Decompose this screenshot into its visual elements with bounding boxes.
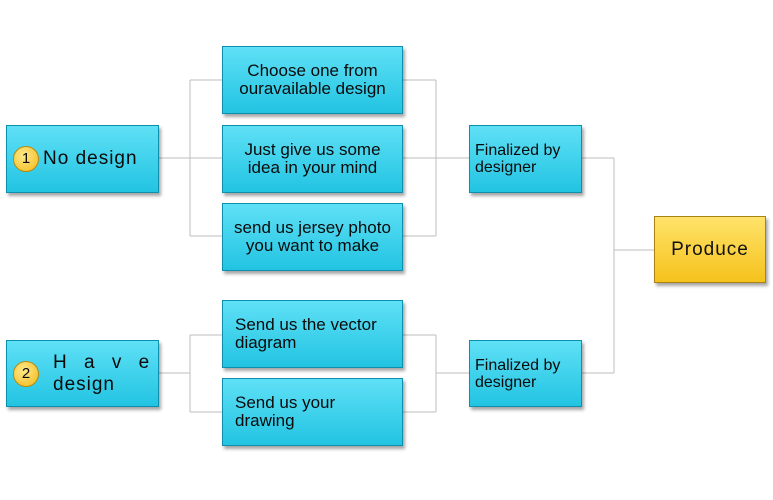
finalized-label: Finalized by designer bbox=[475, 356, 561, 391]
have-design-label-line1: H a v e bbox=[53, 351, 156, 373]
option-label: send us jersey photo you want to make bbox=[234, 218, 391, 255]
option-label: Send us the vector diagram bbox=[235, 315, 377, 352]
option-label: Send us your drawing bbox=[235, 393, 336, 430]
step-2-badge: 2 bbox=[13, 360, 39, 387]
option-choose-available-design: Choose one from ouravailable design bbox=[222, 46, 403, 114]
option-send-jersey-photo: send us jersey photo you want to make bbox=[222, 203, 403, 271]
option-give-idea: Just give us some idea in your mind bbox=[222, 125, 403, 193]
have-design-label-line2: design bbox=[53, 373, 115, 395]
option-send-vector-diagram: Send us the vector diagram bbox=[222, 300, 403, 368]
have-design-label: H a v e design bbox=[53, 352, 155, 396]
no-design-label: No design bbox=[43, 148, 138, 169]
option-label: Choose one from ouravailable design bbox=[239, 61, 386, 98]
produce-box: Produce bbox=[654, 216, 766, 283]
option-send-drawing: Send us your drawing bbox=[222, 378, 403, 446]
step-1-badge: 1 bbox=[13, 146, 39, 172]
produce-label: Produce bbox=[671, 238, 749, 260]
finalized-by-designer-2: Finalized by designer bbox=[469, 340, 582, 407]
have-design-box: 2 H a v e design bbox=[6, 340, 159, 407]
no-design-box: 1 No design bbox=[6, 125, 159, 193]
finalized-by-designer-1: Finalized by designer bbox=[469, 125, 582, 193]
finalized-label: Finalized by designer bbox=[475, 142, 561, 176]
option-label: Just give us some idea in your mind bbox=[244, 140, 381, 177]
